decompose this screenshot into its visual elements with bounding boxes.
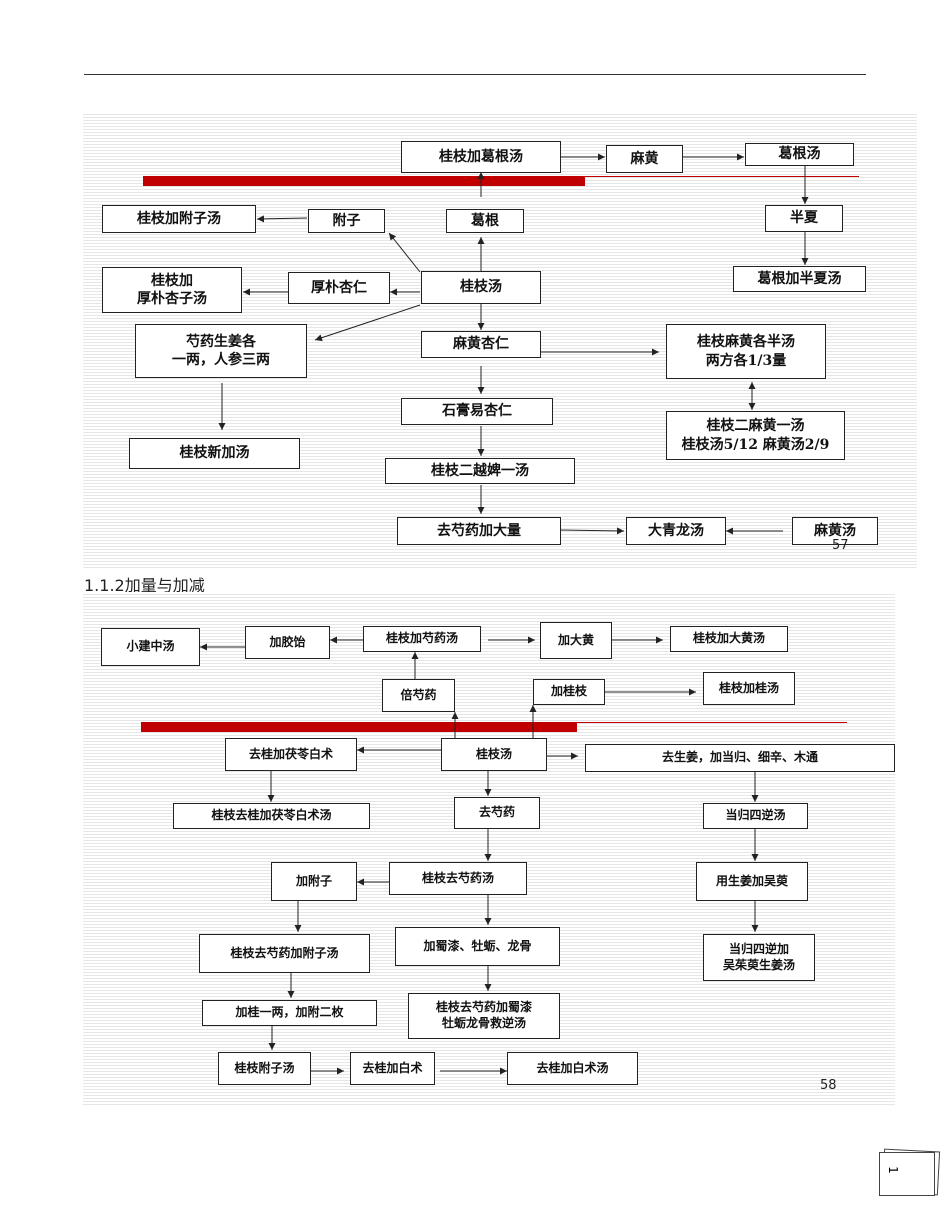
diagram1-arrows <box>218 153 809 535</box>
diagram-guizhi-tang-variations: 桂枝加葛根汤 麻黄 葛根汤 桂枝加附子汤 附子 葛根 半夏 桂枝加 厚朴杏子汤 … <box>83 112 917 569</box>
node-shaoyao-shengjiang-renshen: 芍药生姜各 一两，人参三两 <box>135 324 307 378</box>
node-guizhi-tang: 桂枝汤 <box>421 271 541 304</box>
node-xiao-jianzhong-tang: 小建中汤 <box>101 628 200 666</box>
node-guizhi-tang: 桂枝汤 <box>441 738 547 771</box>
diagram2-arrows <box>200 636 759 1075</box>
page-sheet-front <box>879 1152 935 1196</box>
node-qu-shengjiang-jia-danggui-xixin-mutong: 去生姜，加当归、细辛、木通 <box>585 744 895 772</box>
node-gegen-jia-banxia-tang: 葛根加半夏汤 <box>733 266 866 292</box>
node-yong-shengjiang-jia-wuzhuyu: 用生姜加吴萸 <box>696 862 808 901</box>
page-number: 58 <box>820 1078 837 1093</box>
header-rule <box>84 74 866 75</box>
node-danggui-sini-tang: 当归四逆汤 <box>703 803 808 829</box>
node-gegen-tang: 葛根汤 <box>745 143 854 166</box>
node-jiuni-tang: 桂枝去芍药加蜀漆 牡蛎龙骨救逆汤 <box>408 993 560 1039</box>
red-divider-line <box>585 176 859 177</box>
node-da-qinglong-tang: 大青龙汤 <box>626 517 726 545</box>
node-jia-guizhi: 加桂枝 <box>533 679 605 705</box>
node-qu-gui-jia-baizhu: 去桂加白术 <box>350 1052 435 1085</box>
node-qu-gui-jia-baizhu-tang: 去桂加白术汤 <box>507 1052 638 1085</box>
node-guizhi-qu-gui-jia-fuling-baizhu-tang: 桂枝去桂加茯苓白术汤 <box>173 803 370 829</box>
arrow <box>256 215 308 223</box>
section-number: 1.1.2 <box>84 576 125 595</box>
node-jia-dahuang: 加大黄 <box>540 622 612 659</box>
node-guizhi-er-yuebi-yi-tang: 桂枝二越婢一汤 <box>385 458 575 484</box>
node-guizhi-qu-shaoyao-tang: 桂枝去芍药汤 <box>389 862 527 895</box>
node-mahuang-xingren: 麻黄杏仁 <box>421 331 541 358</box>
arrow <box>314 304 421 342</box>
node-guizhi-jia-gui-tang: 桂枝加桂汤 <box>703 672 795 705</box>
node-guizhi-fuzi-tang: 桂枝附子汤 <box>218 1052 311 1085</box>
node-banxia: 半夏 <box>765 205 843 232</box>
node-jia-fuzi: 加附子 <box>271 862 357 901</box>
node-jia-gui-yiliang-jia-fu-ermei: 加桂一两，加附二枚 <box>202 1000 377 1026</box>
diagram-addition-subtraction: 小建中汤 加胶饴 桂枝加芍药汤 加大黄 桂枝加大黄汤 倍芍药 加桂枝 桂枝加桂汤… <box>83 592 895 1105</box>
node-guizhi-xinjia-tang: 桂枝新加汤 <box>129 438 300 469</box>
arrow <box>559 527 625 535</box>
node-qu-gui-jia-fuling-baizhu: 去桂加茯苓白术 <box>225 738 357 771</box>
node-gegen: 葛根 <box>446 209 524 233</box>
arrow <box>388 232 421 273</box>
node-mahuang: 麻黄 <box>606 145 683 173</box>
page-number: 57 <box>832 538 849 553</box>
node-jia-jiaoyi: 加胶饴 <box>245 626 330 659</box>
node-guizhi-er-mahuang-yi-tang: 桂枝二麻黄一汤 桂枝汤5/12 麻黄汤2/9 <box>666 411 845 460</box>
node-qu-shaoyao-jia-daliang: 去芍药加大量 <box>397 517 561 545</box>
node-qu-shaoyao: 去芍药 <box>454 797 540 829</box>
node-danggui-sini-jia-wuzhuyu-shengjiang-tang: 当归四逆加 吴茱萸生姜汤 <box>703 934 815 981</box>
section-heading: 1.1.2加量与加减 <box>84 572 205 596</box>
node-guizhi-jia-gegen-tang: 桂枝加葛根汤 <box>401 141 561 173</box>
red-divider-line <box>577 722 847 723</box>
node-guizhi-jia-shaoyao-tang: 桂枝加芍药汤 <box>363 626 481 652</box>
node-shigao-yi-xingren: 石膏易杏仁 <box>401 398 553 425</box>
node-guizhi-jia-dahuang-tang: 桂枝加大黄汤 <box>670 626 788 652</box>
node-guizhi-mahuang-geban-tang: 桂枝麻黄各半汤 两方各1/3量 <box>666 324 826 379</box>
node-guizhi-qu-shaoyao-jia-fuzi-tang: 桂枝去芍药加附子汤 <box>199 934 370 973</box>
node-jia-shuqi-muli-longgu: 加蜀漆、牡蛎、龙骨 <box>395 927 560 966</box>
node-houpu-xingren: 厚朴杏仁 <box>288 272 390 304</box>
red-divider-bar <box>141 722 577 732</box>
page-stack-icon: 1 <box>875 1148 941 1198</box>
node-fuzi: 附子 <box>308 209 385 233</box>
section-title: 加量与加减 <box>124 576 205 595</box>
node-guizhi-jia-houpu-xingzi-tang: 桂枝加 厚朴杏子汤 <box>102 267 242 313</box>
node-guizhi-jia-fuzi-tang: 桂枝加附子汤 <box>102 205 256 233</box>
node-mahuang-tang: 麻黄汤 <box>792 517 878 545</box>
node-bei-shaoyao: 倍芍药 <box>382 679 455 712</box>
red-divider-bar <box>143 176 585 186</box>
page-icon-number: 1 <box>885 1166 900 1174</box>
